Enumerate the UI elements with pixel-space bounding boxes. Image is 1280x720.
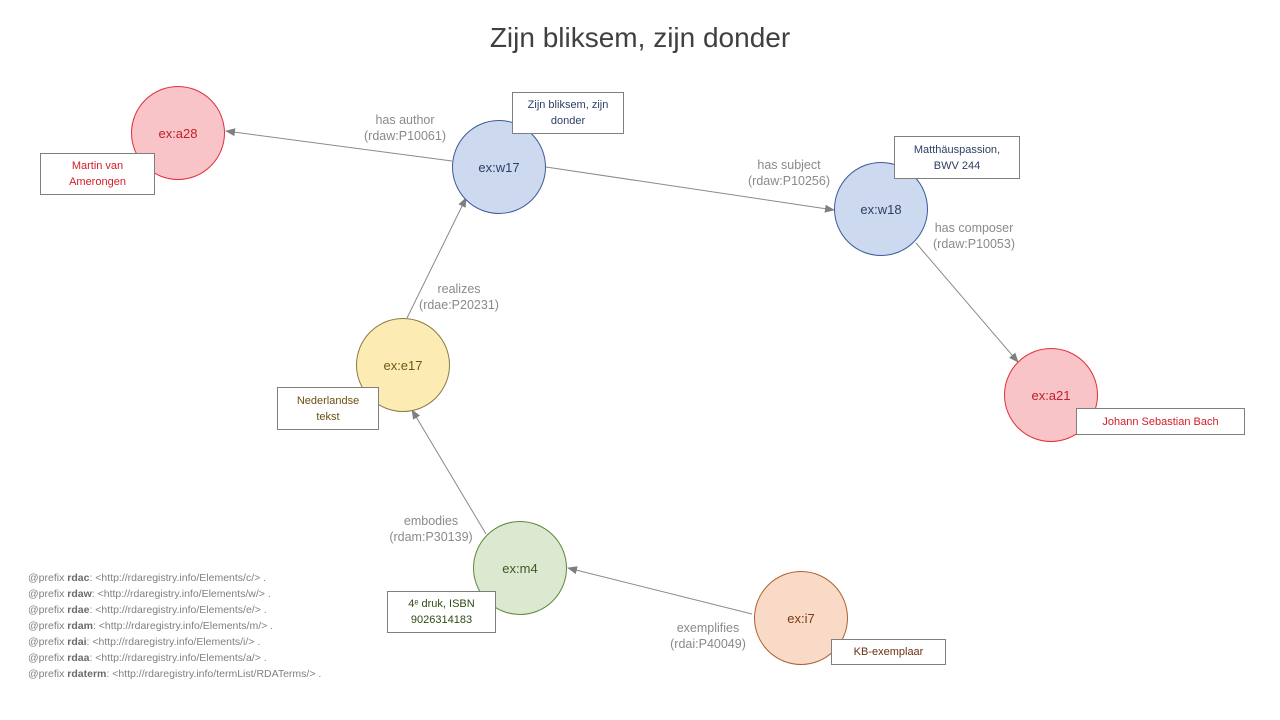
node-a21-label: ex:a21 — [1031, 387, 1071, 403]
node-a28-label: ex:a28 — [158, 125, 198, 141]
edge-label-exemplifies: exemplifies (rdai:P40049) — [653, 620, 763, 652]
prefix-uri: : <http://rdaregistry.info/Elements/i/> … — [86, 636, 261, 648]
label-a21: Johann Sebastian Bach — [1076, 408, 1245, 435]
prefix-namespace: rdac — [67, 572, 90, 584]
prefix-keyword: @prefix — [28, 668, 68, 680]
prefix-keyword: @prefix — [28, 652, 68, 664]
edge-label-embodies-name: embodies — [403, 514, 459, 528]
prefix-uri: : <http://rdaregistry.info/Elements/w/> … — [91, 588, 271, 600]
edge-label-has-composer: has composer (rdaw:P10053) — [919, 220, 1029, 252]
edge-label-has-composer-name: has composer — [934, 221, 1014, 235]
prefix-list: @prefix rdac: <http://rdaregistry.info/E… — [28, 570, 321, 682]
label-m4: 4ᵉ druk, ISBN 9026314183 — [387, 591, 496, 633]
prefix-namespace: rdaa — [67, 652, 90, 664]
edge-label-has-composer-code: (rdaw:P10053) — [933, 237, 1015, 251]
node-w18-label: ex:w18 — [860, 201, 902, 217]
edge-has-composer — [915, 242, 1019, 363]
prefix-line: @prefix rdam: <http://rdaregistry.info/E… — [28, 618, 321, 634]
label-w17: Zijn bliksem, zijn donder — [512, 92, 624, 134]
prefix-keyword: @prefix — [28, 604, 68, 616]
edge-label-has-subject-code: (rdaw:P10256) — [748, 174, 830, 188]
prefix-keyword: @prefix — [28, 588, 68, 600]
prefix-uri: : <http://rdaregistry.info/termList/RDAT… — [106, 668, 322, 680]
edge-label-embodies-code: (rdam:P30139) — [389, 530, 473, 544]
edge-has-subject — [545, 166, 835, 213]
prefix-namespace: rdae — [67, 604, 90, 616]
node-w17-label: ex:w17 — [478, 159, 520, 175]
label-e17: Nederlandse tekst — [277, 387, 379, 430]
prefix-uri: : <http://rdaregistry.info/Elements/c/> … — [89, 572, 267, 584]
prefix-uri: : <http://rdaregistry.info/Elements/m/> … — [92, 620, 274, 632]
edge-embodies — [411, 409, 487, 535]
prefix-uri: : <http://rdaregistry.info/Elements/e/> … — [89, 604, 267, 616]
prefix-line: @prefix rdaa: <http://rdaregistry.info/E… — [28, 650, 321, 666]
prefix-namespace: rdam — [67, 620, 93, 632]
edge-label-exemplifies-name: exemplifies — [676, 621, 740, 635]
edge-label-has-subject-name: has subject — [757, 158, 821, 172]
prefix-line: @prefix rdaterm: <http://rdaregistry.inf… — [28, 666, 321, 682]
edge-label-realizes-code: (rdae:P20231) — [419, 298, 499, 312]
prefix-keyword: @prefix — [28, 636, 68, 648]
edge-realizes — [406, 197, 467, 319]
edge-label-has-author-name: has author — [375, 113, 435, 127]
edge-exemplifies — [567, 566, 753, 615]
edge-has-author — [225, 128, 453, 162]
prefix-uri: : <http://rdaregistry.info/Elements/a/> … — [89, 652, 267, 664]
label-a28: Martin van Amerongen — [40, 153, 155, 195]
edge-label-exemplifies-code: (rdai:P40049) — [670, 637, 746, 651]
prefix-line: @prefix rdae: <http://rdaregistry.info/E… — [28, 602, 321, 618]
label-i7: KB-exemplaar — [831, 639, 946, 665]
prefix-namespace: rdai — [67, 636, 87, 648]
label-w18: Matthäuspassion, BWV 244 — [894, 136, 1020, 179]
edge-label-has-author: has author (rdaw:P10061) — [350, 112, 460, 144]
diagram-title: Zijn bliksem, zijn donder — [489, 22, 791, 53]
edge-label-realizes: realizes (rdae:P20231) — [404, 281, 514, 313]
node-e17-label: ex:e17 — [383, 357, 423, 373]
edge-label-has-subject: has subject (rdaw:P10256) — [734, 157, 844, 189]
prefix-keyword: @prefix — [28, 572, 68, 584]
node-e17[interactable]: ex:e17 — [356, 318, 450, 412]
node-m4-label: ex:m4 — [502, 560, 538, 576]
node-w17[interactable]: ex:w17 — [452, 120, 546, 214]
node-i7-label: ex:i7 — [787, 610, 815, 626]
prefix-namespace: rdaterm — [67, 668, 107, 680]
prefix-line: @prefix rdaw: <http://rdaregistry.info/E… — [28, 586, 321, 602]
prefix-line: @prefix rdai: <http://rdaregistry.info/E… — [28, 634, 321, 650]
edge-label-has-author-code: (rdaw:P10061) — [364, 129, 446, 143]
prefix-namespace: rdaw — [67, 588, 92, 600]
prefix-line: @prefix rdac: <http://rdaregistry.info/E… — [28, 570, 321, 586]
edge-label-embodies: embodies (rdam:P30139) — [376, 513, 486, 545]
prefix-keyword: @prefix — [28, 620, 68, 632]
node-w18[interactable]: ex:w18 — [834, 162, 928, 256]
edge-label-realizes-name: realizes — [437, 282, 481, 296]
